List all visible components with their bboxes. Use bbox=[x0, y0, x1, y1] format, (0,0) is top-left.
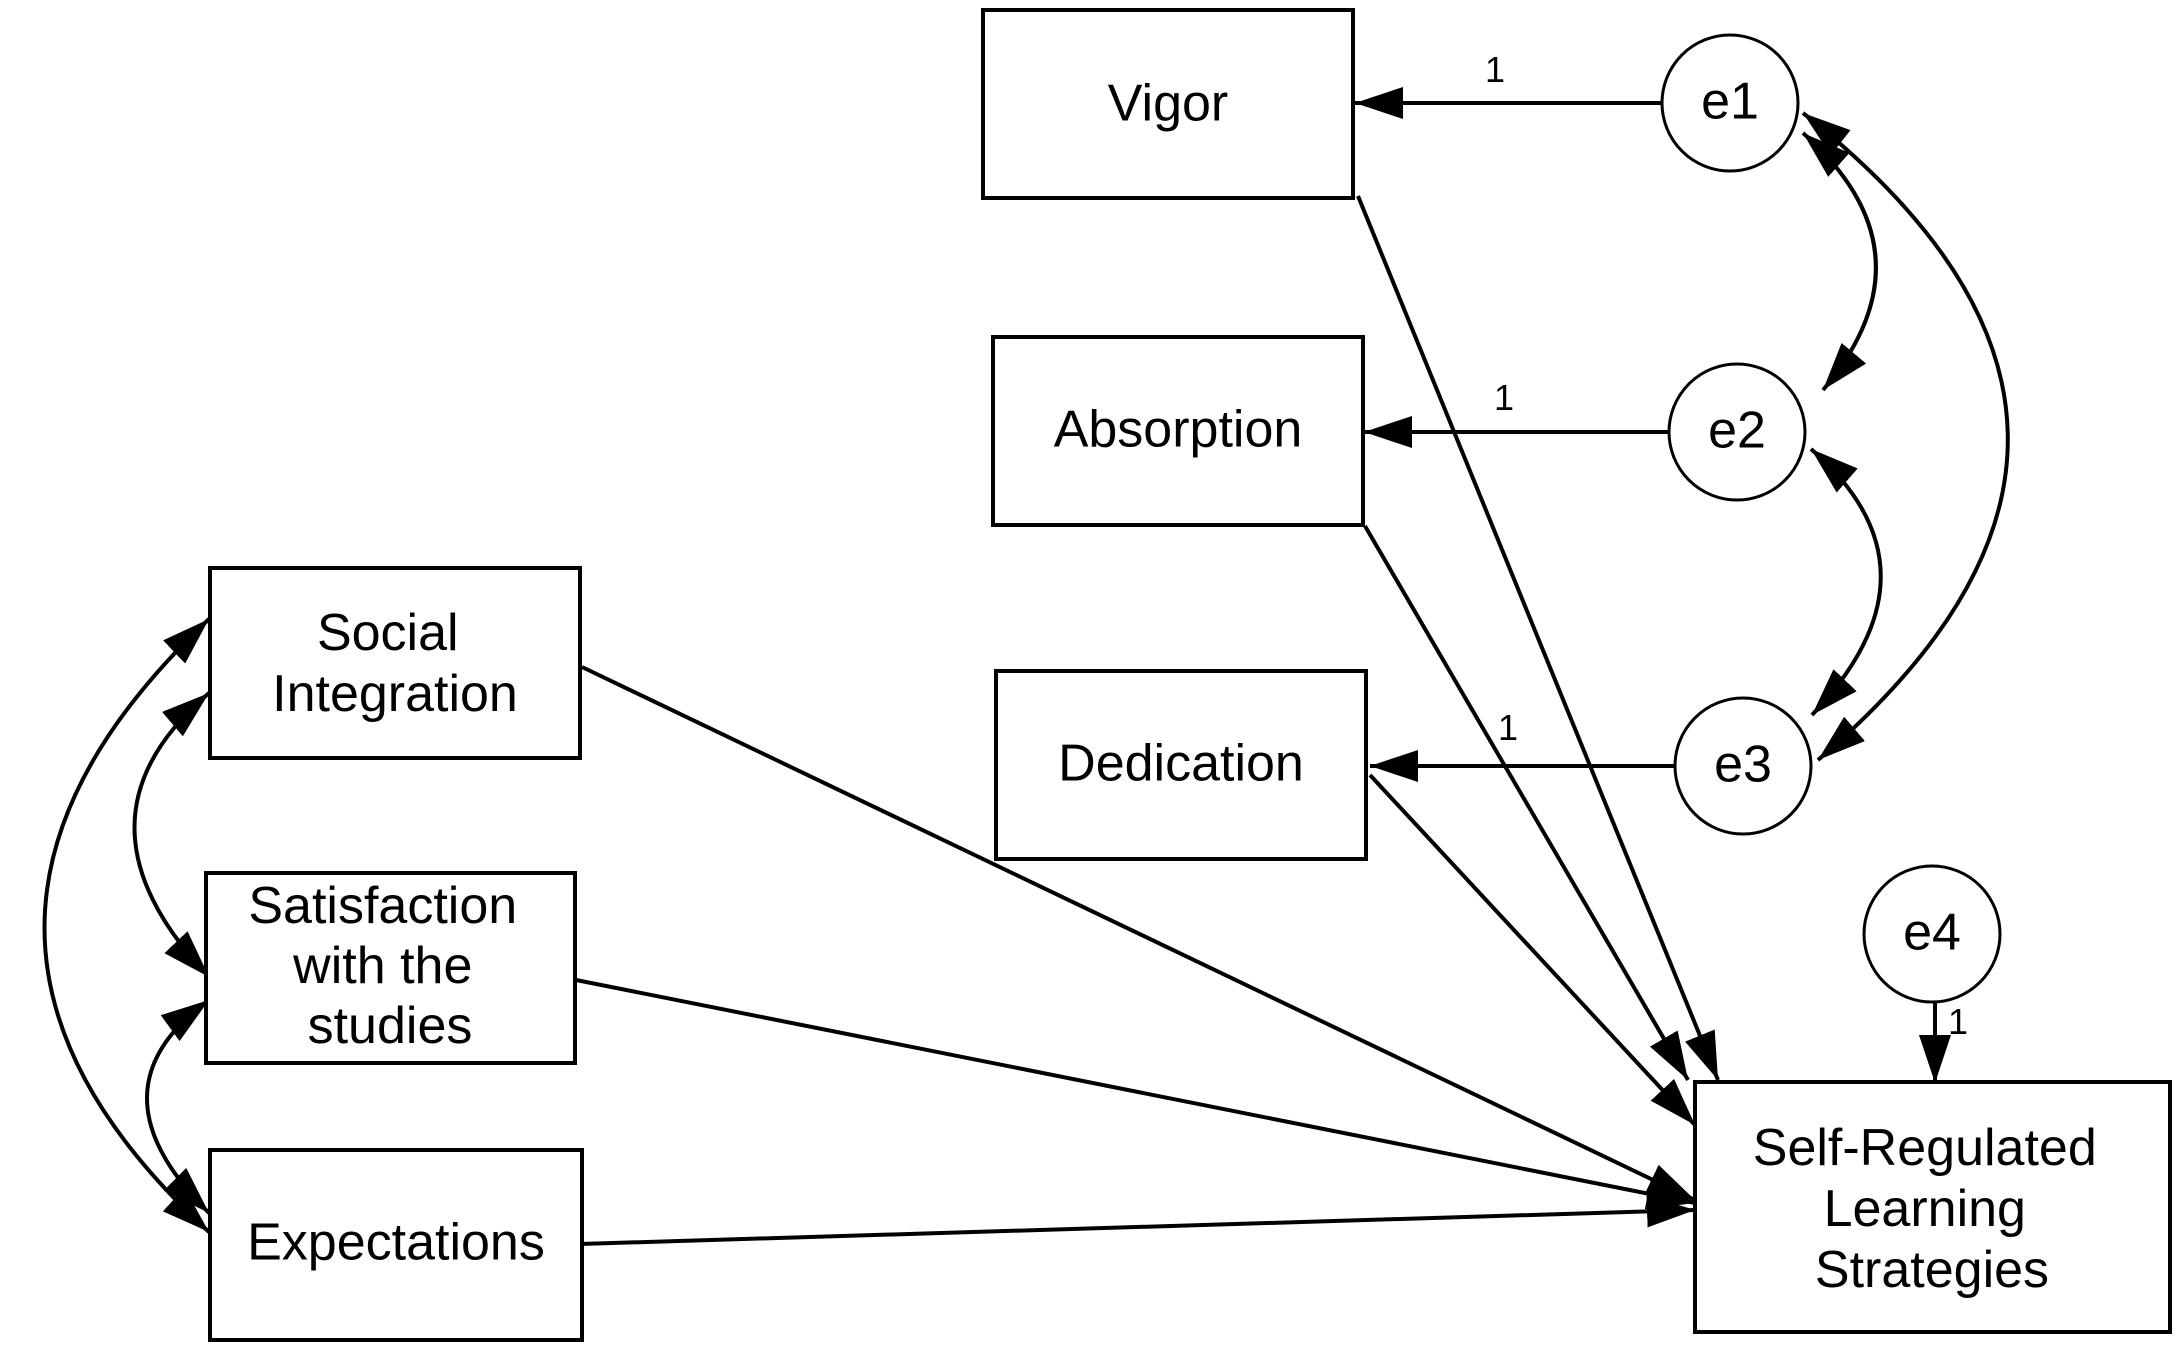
edge-absorption-to-srls bbox=[1363, 524, 1690, 1082]
error-e3: e3 bbox=[1673, 696, 1813, 836]
covariance-e1-e3 bbox=[1801, 111, 2010, 762]
absorption-label: Absorption bbox=[1054, 401, 1303, 459]
expectations-label: Expectations bbox=[247, 1214, 545, 1272]
weight-e1-vigor: 1 bbox=[1485, 49, 1505, 90]
node-expectations: Expectations bbox=[208, 1148, 584, 1342]
edge-satisfaction-to-srls bbox=[575, 978, 1696, 1210]
e4-label: e4 bbox=[1903, 904, 1961, 962]
weight-e4-srls: 1 bbox=[1948, 1001, 1968, 1042]
edge-social-integration-to-srls bbox=[581, 665, 1696, 1202]
srls-line-2: Learning bbox=[1824, 1180, 2026, 1238]
covariance-e1-e2 bbox=[1801, 131, 1878, 392]
error-e4: e4 bbox=[1862, 864, 2002, 1004]
covariance-social-integration-satisfaction bbox=[132, 691, 211, 979]
node-absorption: Absorption bbox=[991, 335, 1365, 527]
covariance-social-integration-expectations bbox=[42, 617, 211, 1234]
satisfaction-line-1: Satisfaction bbox=[248, 877, 517, 935]
edges bbox=[42, 87, 2010, 1246]
error-e1: e1 bbox=[1660, 33, 1800, 173]
error-e2: e2 bbox=[1667, 362, 1807, 502]
node-self-regulated-learning-strategies: Self-Regulated Learning Strategies bbox=[1693, 1080, 2172, 1334]
node-social-integration: Social Integration bbox=[208, 566, 582, 760]
node-dedication: Dedication bbox=[994, 669, 1368, 861]
social-integration-line-2: Integration bbox=[272, 665, 518, 723]
node-satisfaction-with-studies: Satisfaction with the studies bbox=[204, 871, 577, 1065]
e3-label: e3 bbox=[1714, 736, 1772, 794]
covariance-e2-e3 bbox=[1809, 447, 1883, 717]
node-vigor: Vigor bbox=[981, 8, 1355, 200]
satisfaction-line-3: studies bbox=[308, 997, 473, 1055]
edge-expectations-to-srls bbox=[579, 1195, 1696, 1246]
weight-e3-dedication: 1 bbox=[1498, 707, 1518, 748]
social-integration-label: Social Integration bbox=[272, 604, 518, 723]
edge-vigor-to-srls bbox=[1356, 195, 1720, 1081]
satisfaction-line-2: with the bbox=[292, 937, 472, 995]
e2-label: e2 bbox=[1708, 402, 1766, 460]
srls-label: Self-Regulated Learning Strategies bbox=[1753, 1119, 2111, 1299]
srls-line-1: Self-Regulated bbox=[1753, 1119, 2097, 1177]
e1-label: e1 bbox=[1701, 73, 1759, 131]
social-integration-line-1: Social bbox=[317, 604, 459, 662]
dedication-label: Dedication bbox=[1058, 735, 1304, 793]
edge-dedication-to-srls bbox=[1368, 773, 1697, 1127]
satisfaction-label: Satisfaction with the studies bbox=[248, 877, 531, 1055]
weight-e2-absorption: 1 bbox=[1494, 377, 1514, 418]
vigor-label: Vigor bbox=[1108, 75, 1228, 133]
srls-line-3: Strategies bbox=[1815, 1241, 2049, 1299]
